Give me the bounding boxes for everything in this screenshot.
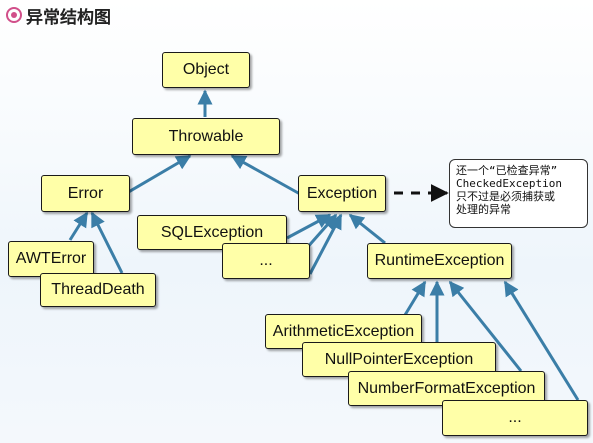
note-line-3: 只不过是必须捕获或: [456, 190, 555, 203]
node-error: Error: [41, 175, 130, 212]
diagram-title-text: 异常结构图: [26, 7, 111, 28]
edge-numberformat-runtime: [448, 280, 523, 372]
edge-error-throwable: [124, 154, 192, 196]
node-ellipsis-runtime: ...: [442, 400, 588, 436]
edge-threaddeath-error: [90, 211, 124, 274]
edge-arithmetic-runtime: [403, 280, 427, 316]
edge-runtime-exception: [348, 213, 386, 245]
edge-ellipsis1b-exception: [308, 213, 343, 275]
edge-ellipsis2-runtime: [503, 280, 580, 401]
node-awterror: AWTError: [8, 241, 94, 277]
node-exception: Exception: [298, 175, 386, 212]
node-throwable: Throwable: [132, 118, 280, 155]
title-bullet-icon: [6, 7, 22, 23]
edge-awterror-error: [68, 211, 89, 241]
checked-exception-note: 还一个“已检查异常” CheckedException 只不过是必须捕获或 处理…: [449, 159, 588, 228]
node-ellipsis-checked: ...: [222, 243, 310, 279]
note-line-2: CheckedException: [456, 177, 562, 190]
node-runtimeexception: RuntimeException: [367, 243, 512, 279]
diagram-title: 异常结构图: [6, 4, 111, 28]
note-line-1: 还一个“已检查异常”: [456, 164, 558, 177]
edge-sqlexception-exception: [286, 213, 332, 240]
node-sqlexception: SQLException: [137, 215, 287, 250]
edge-exception-throwable: [230, 154, 301, 196]
node-threaddeath: ThreadDeath: [40, 273, 156, 307]
note-line-4: 处理的异常: [456, 203, 511, 216]
node-object: Object: [162, 52, 250, 88]
